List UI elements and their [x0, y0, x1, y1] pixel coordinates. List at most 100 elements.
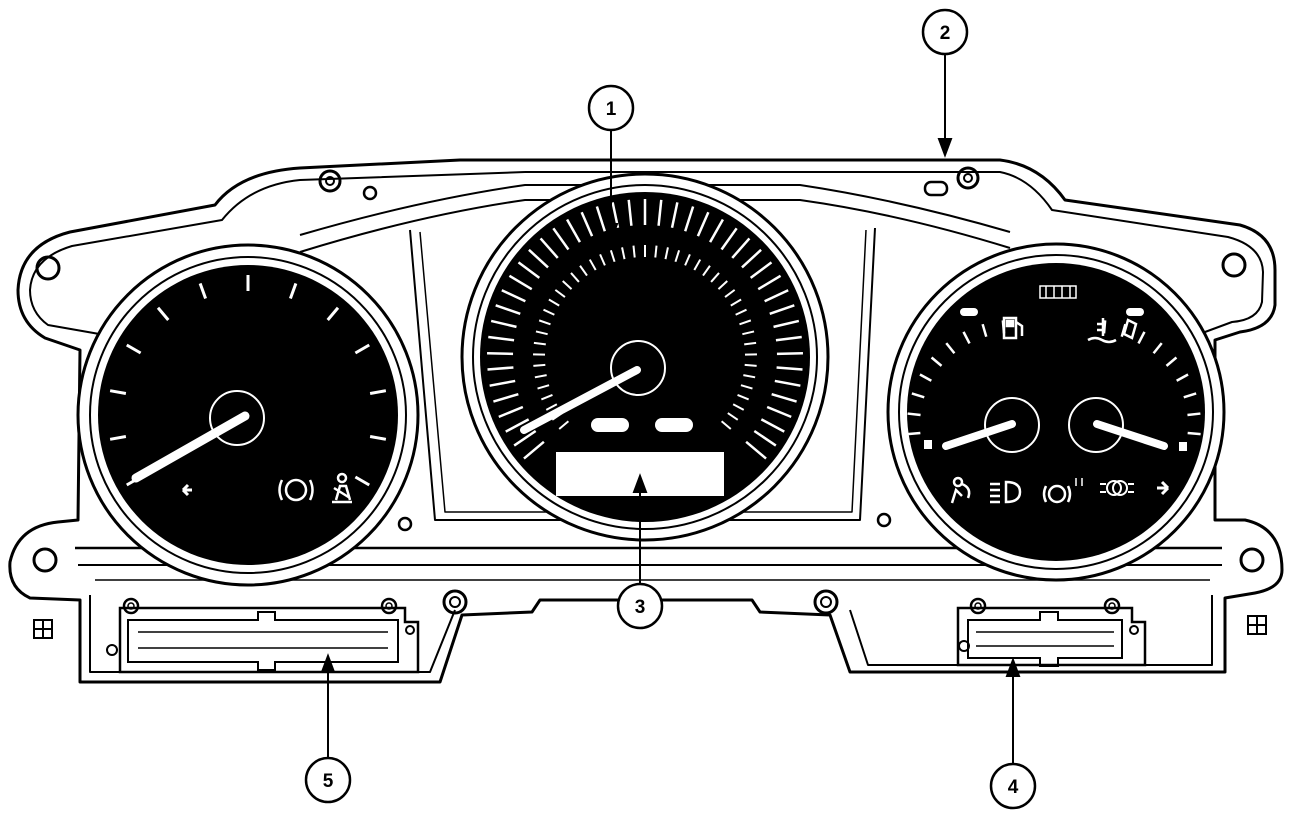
- dial-tick: [543, 308, 555, 316]
- leader-lines: [320, 55, 1021, 763]
- right-gauge-face: [907, 263, 1205, 561]
- dial-tick: [735, 308, 747, 316]
- brake-warning-icon: [278, 478, 314, 502]
- dial-tick: [1187, 412, 1201, 417]
- dial-tick: [579, 265, 588, 277]
- dial-tick: [498, 405, 524, 419]
- dial-tick: [1165, 356, 1178, 367]
- dial-tick: [753, 429, 777, 447]
- dial-tick: [1183, 392, 1197, 399]
- mounting-hole: [1239, 547, 1265, 573]
- dial-tick: [621, 247, 626, 260]
- dial-tick: [945, 342, 956, 355]
- centre-gauge: [460, 172, 830, 542]
- dial-tick: [535, 330, 548, 336]
- dial-tick: [744, 341, 757, 346]
- dial-tick: [911, 392, 925, 399]
- connector-left: [106, 597, 420, 674]
- screw: [318, 169, 342, 193]
- mounting-hole: [397, 516, 413, 532]
- dial-tick: [627, 199, 633, 226]
- screw: [442, 589, 468, 615]
- dial-tick: [539, 237, 559, 259]
- dial-tick: [981, 323, 988, 338]
- screw: [956, 166, 980, 190]
- dial-tick: [487, 366, 514, 371]
- dial-tick: [1187, 431, 1201, 436]
- side-tab-left: [33, 619, 53, 639]
- dial-tick: [566, 218, 581, 243]
- indicator-lamp-right: [655, 418, 693, 432]
- dial-tick: [109, 435, 127, 441]
- dial-tick: [580, 211, 594, 237]
- dial-tick: [632, 245, 636, 258]
- dial-tick: [757, 274, 782, 291]
- dial-tick: [552, 227, 570, 251]
- dial-tick: [487, 351, 514, 356]
- indicator-lamp-left: [591, 418, 629, 432]
- dial-tick: [326, 306, 340, 321]
- connector-right: [956, 597, 1147, 667]
- dial-tick: [745, 440, 767, 460]
- dial-tick: [760, 418, 785, 433]
- turn-right-arrow-icon: [1157, 480, 1170, 496]
- screw: [813, 589, 839, 615]
- dial-tick: [548, 298, 560, 307]
- dial-tick: [534, 374, 547, 379]
- dial-tick: [595, 206, 606, 232]
- dial-tick: [737, 393, 750, 401]
- centre-gauge-needle: [520, 366, 641, 434]
- warning-lamp: [1126, 308, 1144, 316]
- dial-tick: [710, 272, 720, 283]
- dial-tick: [684, 206, 695, 232]
- dial-tick: [773, 319, 800, 329]
- callout-3: 3: [616, 582, 664, 630]
- range-marker: [1179, 442, 1187, 451]
- dial-tick: [570, 272, 580, 283]
- dial-tick: [289, 282, 298, 299]
- right-gauge-ticks: [907, 320, 1201, 436]
- callout-4: 4: [989, 762, 1037, 810]
- dial-tick: [720, 420, 732, 430]
- left-gauge: [76, 243, 420, 587]
- brake-pad-wear-icon: [1042, 478, 1083, 504]
- dial-tick: [513, 429, 537, 447]
- side-tab-right: [1247, 615, 1267, 635]
- label-plate: [1039, 285, 1077, 299]
- dial-tick: [488, 335, 515, 342]
- dial-tick: [198, 282, 207, 299]
- mounting-slot: [923, 180, 949, 197]
- turn-left-arrow-icon: [181, 483, 192, 497]
- right-gauge: [886, 242, 1226, 582]
- dial-tick: [930, 356, 943, 367]
- dial-tick: [709, 218, 724, 243]
- dial-tick: [599, 253, 606, 266]
- fuel-pump-icon: [1002, 316, 1024, 340]
- dial-tick: [744, 363, 757, 367]
- dial-tick: [696, 211, 710, 237]
- dial-tick: [776, 351, 803, 356]
- dial-tick: [533, 341, 546, 346]
- dial-tick: [739, 319, 752, 326]
- mounting-hole: [362, 185, 378, 201]
- dial-tick: [764, 289, 789, 303]
- fuel-gauge-hub: [1068, 397, 1124, 453]
- callout-2: 2: [921, 8, 969, 56]
- dial-tick: [693, 259, 702, 271]
- callout-5-label: 5: [323, 771, 334, 792]
- dial-tick: [554, 289, 566, 298]
- dial-tick: [684, 253, 691, 266]
- dial-tick: [776, 366, 803, 371]
- dial-tick: [1176, 373, 1189, 382]
- dial-tick: [354, 343, 370, 355]
- dial-tick: [1137, 331, 1146, 344]
- range-marker: [924, 440, 932, 449]
- dial-tick: [741, 248, 762, 269]
- centre-gauge-face: [480, 192, 810, 522]
- dial-tick: [495, 304, 521, 316]
- coolant-temperature-icon: [1087, 318, 1138, 344]
- dial-tick: [489, 379, 516, 387]
- dial-tick: [727, 412, 739, 421]
- centre-gauge-hub: [610, 340, 666, 396]
